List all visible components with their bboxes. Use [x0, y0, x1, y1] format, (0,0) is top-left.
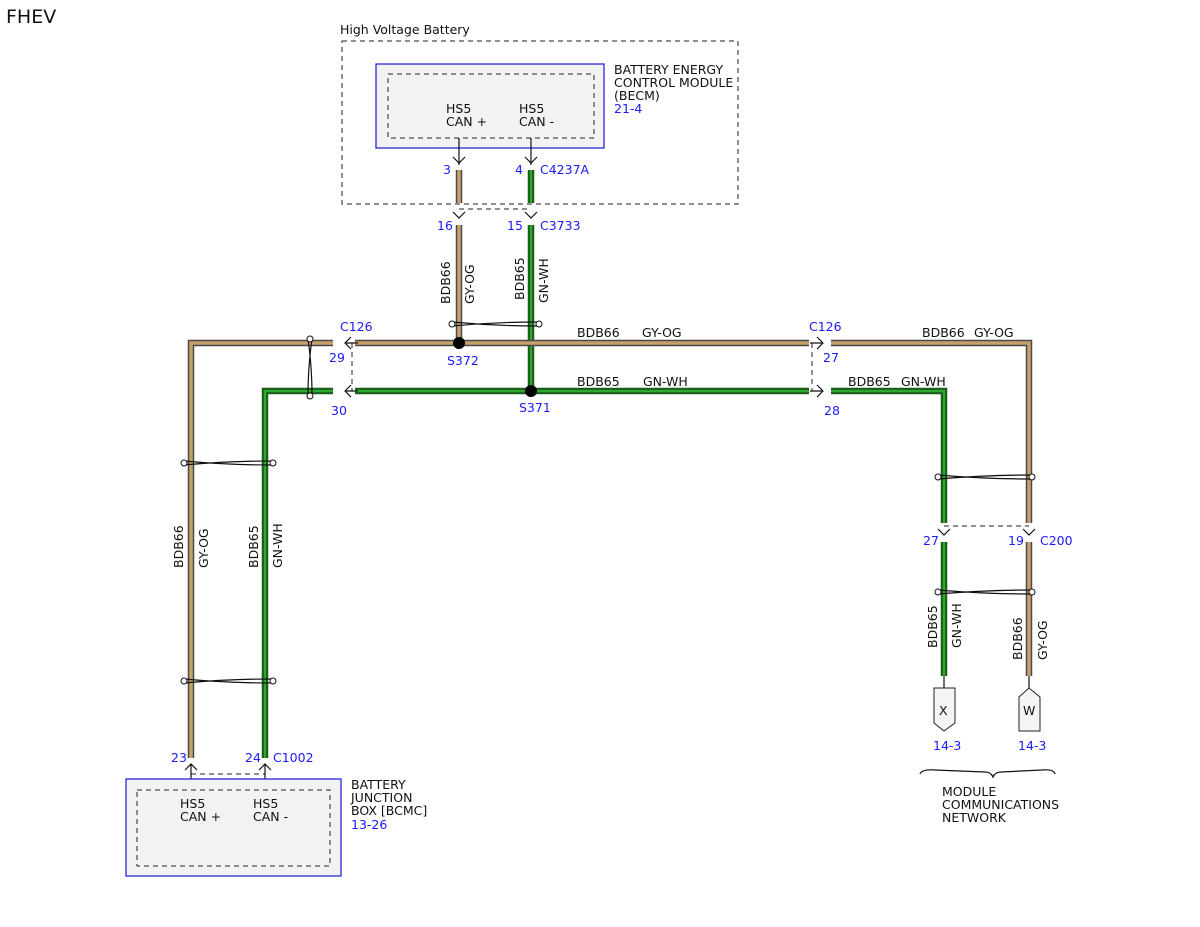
c126-right-name[interactable]: C126: [809, 319, 842, 334]
circuit-label-gn-right-color: GN-WH: [901, 374, 946, 389]
becm-name-line3: (BECM): [614, 88, 660, 103]
splice-s372-dot[interactable]: [453, 337, 465, 349]
circuit-label-gy-right-lower-num: BDB66: [1010, 617, 1025, 660]
c3733-pin15-arrow-icon: [524, 211, 538, 219]
circuit-label-gn-top-color: GN-WH: [536, 258, 551, 303]
becm-pin-plus-label2: CAN +: [446, 114, 487, 129]
twisted-pair-icon-top: [448, 320, 543, 328]
hv-battery-enclosure: [341, 40, 739, 205]
wire-gn-left-main: [261, 387, 333, 758]
becm-pin4-arrow-icon: [524, 156, 538, 164]
circuit-label-gy-mid-color: GY-OG: [642, 325, 682, 340]
becm-pin-plus-label1: HS5: [446, 101, 471, 116]
becm-module[interactable]: HS5 CAN + HS5 CAN -: [375, 63, 605, 149]
c126-right-connector[interactable]: [810, 336, 824, 398]
circuit-label-gn-right-num: BDB65: [848, 374, 891, 389]
circuit-label-gy-mid-num: BDB66: [577, 325, 620, 340]
bjb-name-line3: BOX [BCMC]: [351, 803, 427, 818]
c126-right-pin-gn: 28: [824, 403, 840, 418]
twisted-pair-icon-right-lower: [934, 588, 1036, 596]
bjb-pin-plus-label1: HS5: [180, 796, 205, 811]
circuit-label-gy-left-color: GY-OG: [196, 528, 211, 568]
c1002-pin-gy: 23: [171, 750, 187, 765]
bjb-name-line2: JUNCTION: [350, 790, 412, 805]
terminal-x-label: X: [939, 703, 948, 718]
c1002-pin-gn: 24: [245, 750, 261, 765]
circuit-label-gn-left-num: BDB65: [246, 525, 261, 568]
twisted-pair-icon-right-upper: [934, 473, 1036, 481]
terminal-w-icon[interactable]: W: [1018, 687, 1041, 732]
circuit-label-gn-top-num: BDB65: [512, 257, 527, 300]
bjb-ref-link[interactable]: 13-26: [351, 817, 387, 832]
circuit-label-gn-right-lower-color: GN-WH: [949, 603, 964, 648]
bjb-name-line1: BATTERY: [351, 777, 406, 792]
circuit-label-gy-right-color: GY-OG: [974, 325, 1014, 340]
c1002-name[interactable]: C1002: [273, 750, 314, 765]
c126-left-name[interactable]: C126: [340, 319, 373, 334]
c126-right-pin-gy: 27: [823, 350, 839, 365]
network-name-line2: COMMUNICATIONS: [942, 797, 1059, 812]
c126-left-pin-gn: 30: [331, 403, 347, 418]
c126-left-pin-gy: 29: [329, 350, 345, 365]
wire-gy-right-main: [831, 339, 1033, 523]
splice-s371-label[interactable]: S371: [519, 400, 551, 415]
circuit-label-gn-left-color: GN-WH: [270, 523, 285, 568]
circuit-label-gy-top-num: BDB66: [438, 261, 453, 304]
c126-left-connector[interactable]: [344, 336, 358, 398]
splice-s372-label[interactable]: S372: [447, 353, 479, 368]
terminal-x-icon[interactable]: X: [933, 687, 956, 732]
twisted-pair-icon-left-lower: [180, 677, 277, 685]
circuit-label-gy-left-num: BDB66: [171, 525, 186, 568]
wire-gn-right-main: [831, 387, 948, 523]
c3733-pin-plus: 16: [437, 218, 453, 233]
bjb-pin-plus-label2: CAN +: [180, 809, 221, 824]
c200-pin19-arrow-icon: [1022, 528, 1036, 536]
c3733-name[interactable]: C3733: [540, 218, 581, 233]
becm-pin-minus-label1: HS5: [519, 101, 544, 116]
c3733-pin-minus: 15: [507, 218, 523, 233]
twisted-pair-icon-left-vertical: [306, 335, 314, 400]
c3733-pin16-arrow-icon: [452, 211, 466, 219]
circuit-label-gn-right-lower-num: BDB65: [925, 605, 940, 648]
bjb-pin-minus-label2: CAN -: [253, 809, 288, 824]
becm-name-line2: CONTROL MODULE: [614, 75, 733, 90]
page-title: FHEV: [6, 6, 56, 28]
c200-pin27-arrow-icon: [937, 528, 951, 536]
circuit-label-gn-mid-num: BDB65: [577, 374, 620, 389]
network-brace: [919, 769, 1056, 779]
bjb-module[interactable]: HS5 CAN + HS5 CAN -: [125, 778, 342, 877]
terminal-w-ref-link[interactable]: 14-3: [1018, 738, 1046, 753]
terminal-w-label: W: [1023, 703, 1035, 718]
c200-pin-gy: 19: [1008, 533, 1024, 548]
becm-ref-link[interactable]: 21-4: [614, 101, 642, 116]
c4237a-pin-minus: 4: [515, 162, 523, 177]
c200-pin-gn: 27: [923, 533, 939, 548]
network-name-line1: MODULE: [942, 784, 996, 799]
circuit-label-gn-mid-color: GN-WH: [643, 374, 688, 389]
becm-name-line1: BATTERY ENERGY: [614, 62, 723, 77]
circuit-label-gy-right-lower-color: GY-OG: [1035, 620, 1050, 660]
circuit-label-gy-top-color: GY-OG: [462, 264, 477, 304]
network-name-line3: NETWORK: [942, 810, 1007, 825]
c200-name[interactable]: C200: [1040, 533, 1073, 548]
becm-pin-minus-label2: CAN -: [519, 114, 554, 129]
c4237a-name[interactable]: C4237A: [540, 162, 590, 177]
circuit-label-gy-right-num: BDB66: [922, 325, 965, 340]
bjb-pin-minus-label1: HS5: [253, 796, 278, 811]
c4237a-pin-plus: 3: [443, 162, 451, 177]
becm-pin3-arrow-icon: [452, 156, 466, 164]
terminal-x-ref-link[interactable]: 14-3: [933, 738, 961, 753]
twisted-pair-icon-left-upper: [180, 459, 277, 467]
hv-battery-label: High Voltage Battery: [340, 22, 470, 37]
splice-s371-dot[interactable]: [525, 385, 537, 397]
